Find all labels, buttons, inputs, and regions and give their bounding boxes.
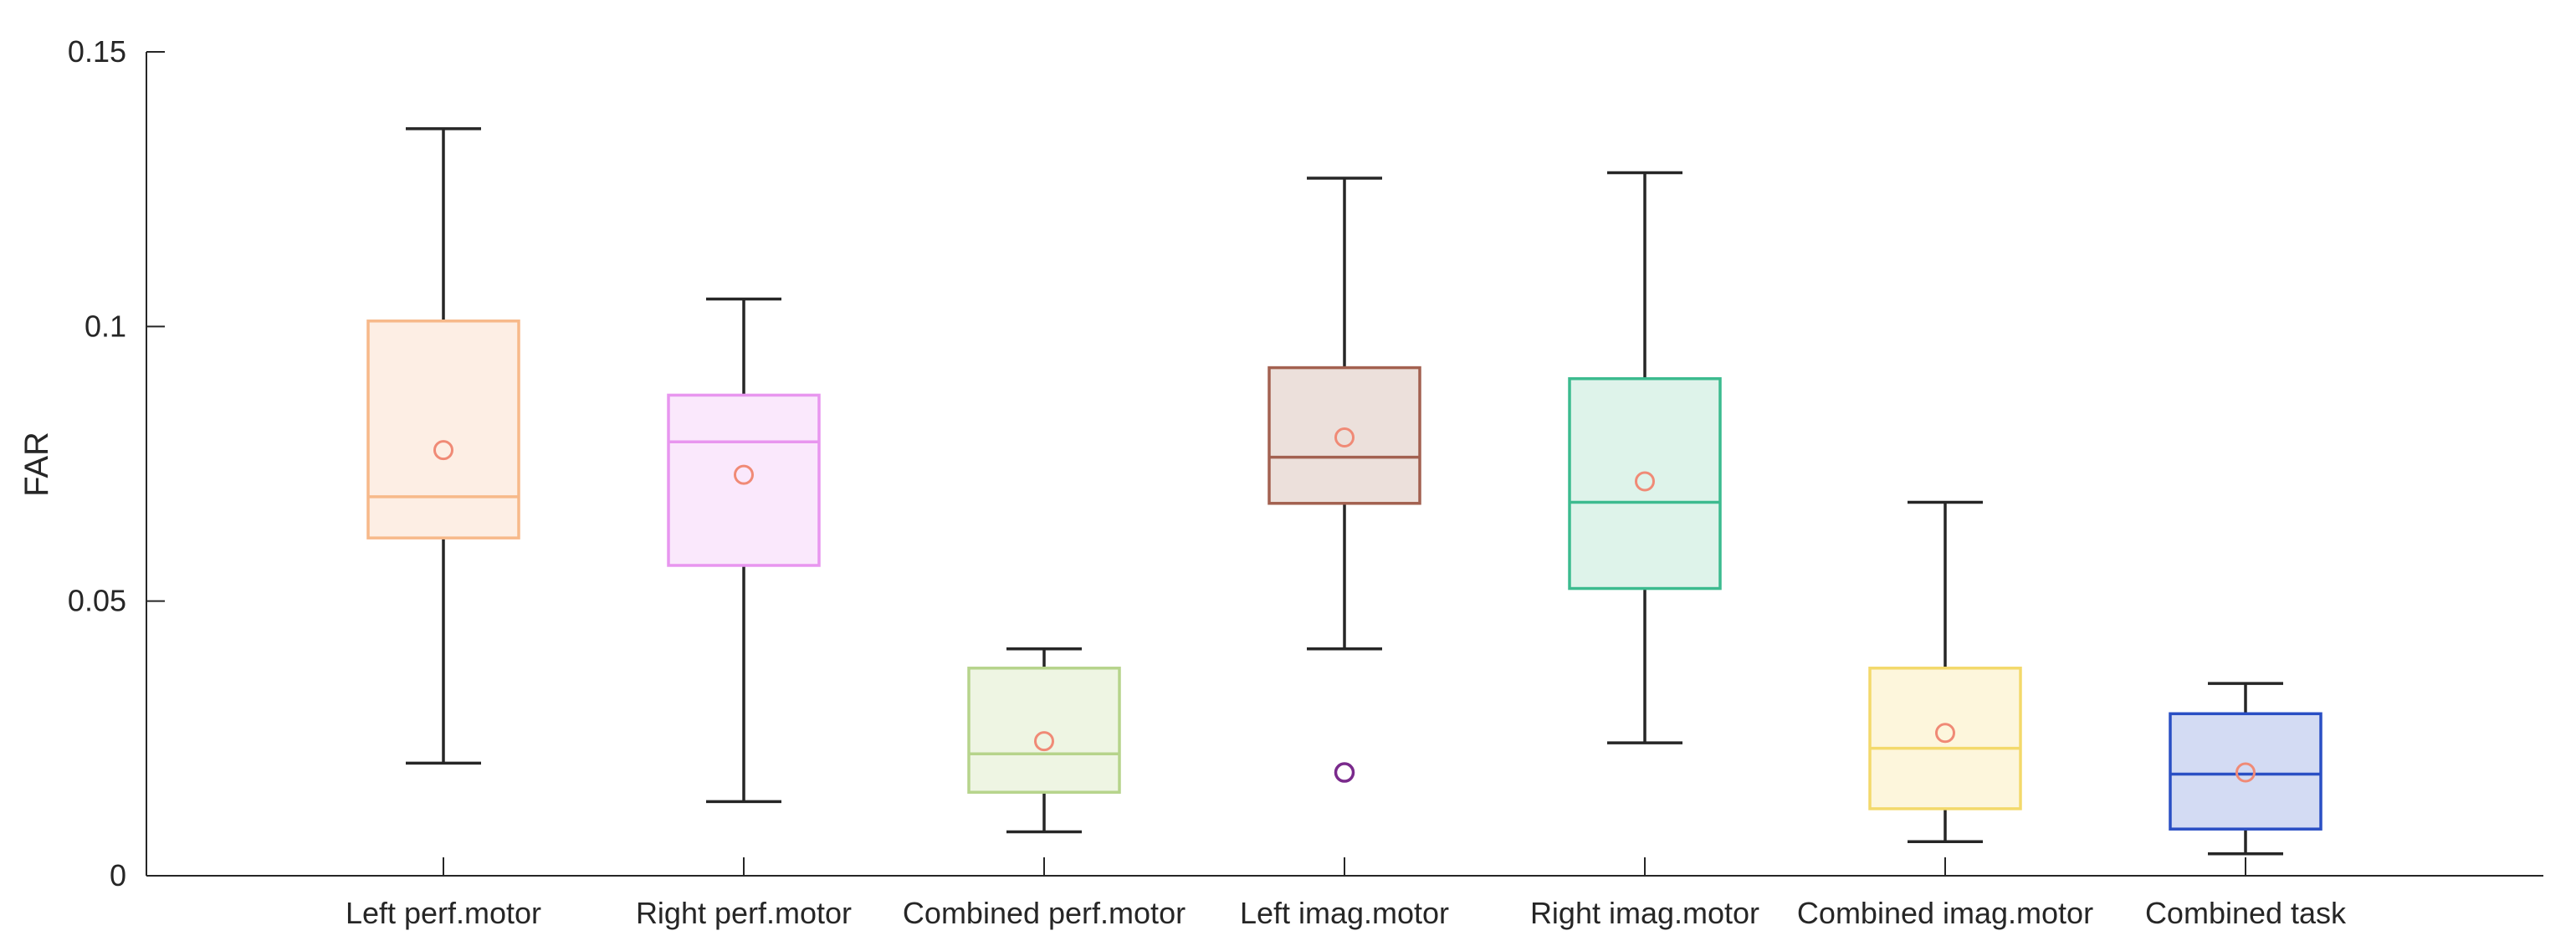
box-3 bbox=[1268, 366, 1421, 505]
mean-marker-4 bbox=[1635, 471, 1655, 492]
box-6 bbox=[2169, 712, 2322, 831]
y-tick-label-2: 0.1 bbox=[85, 309, 126, 343]
x-tick-label-6: Combined task bbox=[2145, 896, 2347, 930]
box-5 bbox=[1868, 667, 2022, 810]
mean-marker-1 bbox=[734, 464, 754, 485]
mean-marker-6 bbox=[2235, 762, 2256, 783]
x-tick-label-2: Combined perf.motor bbox=[903, 896, 1186, 930]
box-4 bbox=[1568, 376, 1722, 591]
x-tick-label-1: Right perf.motor bbox=[636, 896, 852, 930]
y-tick-label-3: 0.15 bbox=[68, 34, 126, 69]
y-tick-label-0: 0 bbox=[110, 858, 126, 892]
mean-marker-5 bbox=[1935, 723, 1955, 744]
mean-marker-3 bbox=[1334, 427, 1355, 447]
box-0 bbox=[366, 320, 520, 539]
x-tick-label-4: Right imag.motor bbox=[1530, 896, 1759, 930]
box-2 bbox=[967, 667, 1121, 794]
y-axis-label: FAR bbox=[18, 432, 55, 497]
x-tick-label-5: Combined imag.motor bbox=[1797, 896, 2093, 930]
mean-marker-2 bbox=[1034, 731, 1054, 752]
mean-marker-0 bbox=[433, 440, 453, 461]
x-tick-label-3: Left imag.motor bbox=[1240, 896, 1449, 930]
y-tick-label-1: 0.05 bbox=[68, 584, 126, 618]
box-1 bbox=[667, 393, 821, 567]
x-tick-label-0: Left perf.motor bbox=[346, 896, 541, 930]
outlier-3-0 bbox=[1334, 762, 1355, 783]
